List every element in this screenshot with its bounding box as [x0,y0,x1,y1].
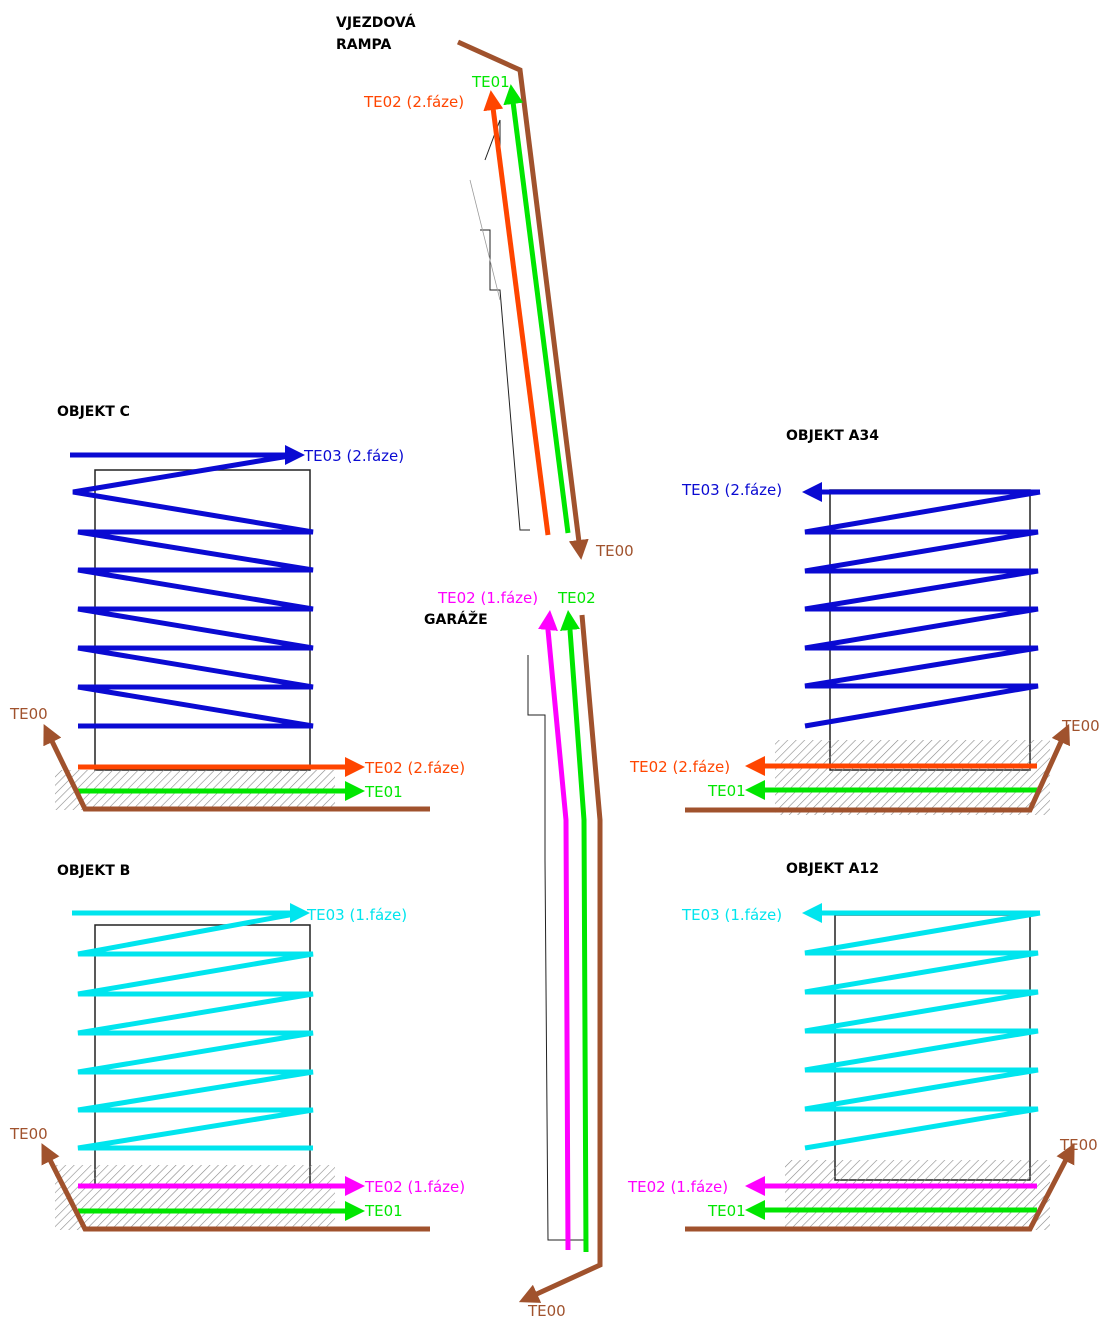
garage-section: TE02 (1.fáze) TE02 GARÁŽE TE00 [424,589,603,1320]
garage-te02-phase1-label: TE02 (1.fáze) [437,589,538,607]
object-c-te00-arrow [43,724,430,812]
ramp-te02-label: TE02 (2.fáze) [363,93,464,111]
garage-title: GARÁŽE [424,611,488,628]
object-b-te00-arrow [41,1143,430,1232]
object-c-te03-label: TE03 (2.fáze) [303,447,404,465]
garage-te02-label: TE02 [557,589,596,607]
object-c-section: OBJEKT C TE03 (2.fáze) TE02 (2.fáze) TE0… [9,404,465,812]
object-b-te00-label: TE00 [9,1125,48,1143]
object-b-te03-zigzag [77,910,314,1151]
ramp-title-line2: RAMPA [336,37,392,53]
object-a12-te00-label: TE00 [1059,1136,1098,1154]
ramp-te01-label: TE01 [471,73,510,91]
garage-te00-arrow [518,614,603,1303]
object-b-te02-label: TE02 (1.fáze) [364,1178,465,1196]
garage-te02-phase1-arrow [538,610,571,1251]
ramp-title-line1: VJEZDOVÁ [336,14,416,31]
object-a12-ground [785,1160,1050,1230]
object-a12-te02-label: TE02 (1.fáze) [627,1178,728,1196]
object-b-ground [55,1165,335,1230]
object-a34-te01-label: TE01 [707,782,746,800]
object-a34-te00-label: TE00 [1061,717,1100,735]
object-b-te01-label: TE01 [364,1202,403,1220]
object-a12-section: OBJEKT A12 TE03 (1.fáze) TE02 (1.fáze) T… [627,861,1098,1232]
object-a12-te00-arrow [685,1143,1075,1232]
object-a12-te01-label: TE01 [707,1202,746,1220]
ramp-te00-arrow [456,39,589,560]
object-c-title: OBJEKT C [57,404,130,420]
object-a34-te03-zigzag [804,489,1041,729]
object-b-te03-label: TE03 (1.fáze) [306,906,407,924]
object-a34-section: OBJEKT A34 TE03 (2.fáze) TE02 (2.fáze) T… [629,428,1100,815]
garage-te00-label: TE00 [527,1302,566,1320]
object-a12-te03-zigzag [804,910,1041,1151]
object-b-section: OBJEKT B TE03 (1.fáze) TE02 (1.fáze) TE0… [9,863,465,1232]
object-a34-te02-label: TE02 (2.fáze) [629,758,730,776]
ramp-section: VJEZDOVÁ RAMPA TE01 TE02 (2.fáze) TE00 [336,14,634,560]
ramp-te02-arrow [483,90,551,536]
object-c-te02-label: TE02 (2.fáze) [364,759,465,777]
object-b-title: OBJEKT B [57,863,130,879]
object-a12-title: OBJEKT A12 [786,861,879,877]
object-a34-te00-arrow [685,723,1070,813]
ramp-te00-label: TE00 [595,542,634,560]
garage-structure [527,655,585,1241]
object-c-te03-zigzag [72,452,314,729]
ramp-te01-arrow [503,84,571,534]
object-a34-title: OBJEKT A34 [786,428,879,444]
garage-te02-arrow [560,610,589,1253]
ramp-guide-line [469,179,501,301]
object-a34-ground [775,740,1050,815]
object-a34-te03-label: TE03 (2.fáze) [681,481,782,499]
object-c-te01-label: TE01 [364,783,403,801]
object-c-te00-label: TE00 [9,705,48,723]
object-a12-te03-label: TE03 (1.fáze) [681,906,782,924]
